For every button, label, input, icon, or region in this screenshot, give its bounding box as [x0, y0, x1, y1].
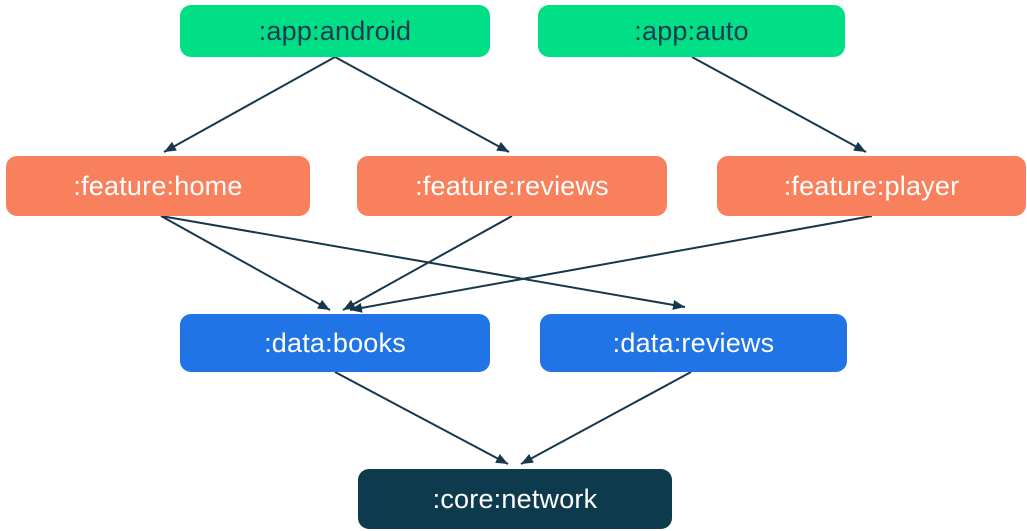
- node-label: :feature:reviews: [415, 170, 609, 201]
- node-label: :app:auto: [634, 15, 749, 46]
- node-label: :feature:home: [73, 170, 243, 201]
- node-label: :data:reviews: [612, 327, 775, 358]
- node-app-auto: :app:auto: [538, 5, 845, 57]
- edge-app-auto-to-feature-player: [691, 56, 867, 153]
- edge-app-android-to-feature-reviews: [334, 56, 510, 153]
- edge-app-android-to-feature-home: [163, 56, 336, 153]
- node-label: :core:network: [432, 483, 598, 514]
- edge-feature-player-to-data-books: [349, 215, 873, 313]
- node-feature-home: :feature:home: [6, 156, 310, 216]
- edge-data-reviews-to-core-network: [520, 371, 692, 465]
- node-label: :feature:player: [783, 170, 960, 201]
- node-core-network: :core:network: [358, 469, 672, 529]
- node-app-android: :app:android: [180, 5, 490, 57]
- edge-feature-home-to-data-books: [160, 215, 331, 311]
- node-data-reviews: :data:reviews: [540, 314, 847, 372]
- node-feature-player: :feature:player: [717, 156, 1026, 216]
- edge-data-books-to-core-network: [334, 371, 509, 465]
- node-label: :app:android: [258, 15, 412, 46]
- node-data-books: :data:books: [180, 314, 490, 372]
- edge-feature-reviews-to-data-books: [342, 215, 513, 311]
- edge-feature-home-to-data-reviews: [160, 215, 686, 310]
- node-label: :data:books: [264, 327, 406, 358]
- node-feature-reviews: :feature:reviews: [357, 156, 667, 216]
